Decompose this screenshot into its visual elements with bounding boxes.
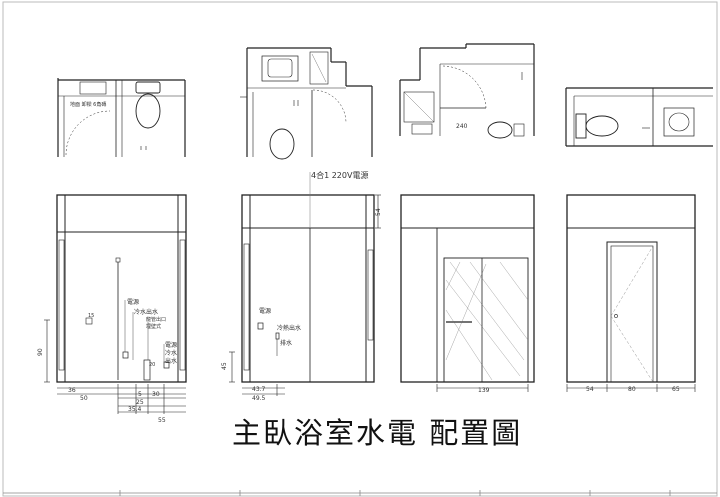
elev1-dim-w36: 36 [68,387,76,394]
elev1-dim-h90: 90 [37,348,44,356]
elevation-1-labels: 電源 冷水出水 龍管出口 埋壁式 電源 冷水 出水 15 20 90 36 50… [37,298,177,424]
elev1-dim-w35-4: 35.4 [128,406,142,413]
plan-view-3 [399,43,535,139]
elev1-dim-w30: 30 [152,391,160,398]
elev4-dim-w54: 54 [586,386,594,393]
elev4-dim-w80: 80 [628,386,636,393]
elev1-dim-w50: 50 [80,395,88,402]
elev1-power-2: 電源 [165,341,177,349]
plan3-dim: 240 [456,123,468,130]
elev2-drain: 排水 [280,339,292,347]
elev3-dim-w139: 139 [478,387,490,394]
elev2-power: 電源 [259,307,271,315]
elev1-out-2: 出水 [165,357,177,365]
drawing-title: 主臥浴室水電 配置圖 [232,416,523,450]
elevation-4 [566,194,696,392]
elevation-4-labels: 54 80 65 [586,386,680,393]
plan1-note: 地面 卸樑 6角磚 [70,101,106,108]
plan-view-4 [565,87,713,147]
elev1-dim-w55: 55 [158,417,166,424]
elev2-dim-h54: 54 [375,208,382,216]
elev2-hot-cold: 冷熱出水 [277,324,301,332]
elev2-dim-w49-5: 49.5 [252,395,266,402]
elev1-cold-out: 冷水出水 [134,308,158,316]
elev2-dim-h45: 45 [221,362,228,370]
elevation-1 [44,194,187,414]
elev2-dim-w43-7: 43.7 [252,386,266,393]
elev2-note: 4合1 220V電源 [311,170,368,180]
elev1-dim-w25: 25 [136,399,144,406]
elevation-3 [400,194,535,392]
elevation-2 [229,172,381,396]
plan-view-1 [57,78,186,157]
plan-view-2 [240,47,373,160]
elev1-dim-w5: 5 [138,391,142,398]
elev1-power: 電源 [127,298,139,306]
elev1-buried: 埋壁式 [146,323,161,330]
elev1-cold-2: 冷水 [165,349,177,357]
elev4-dim-w65: 65 [672,386,680,393]
elev1-wall-outlet: 龍管出口 [146,316,166,323]
elev1-dim-20: 20 [149,362,155,368]
elev1-dim-15: 15 [88,313,94,319]
elevation-2-labels: 4合1 220V電源 電源 冷熱出水 排水 54 45 43.7 49.5 [221,170,382,402]
